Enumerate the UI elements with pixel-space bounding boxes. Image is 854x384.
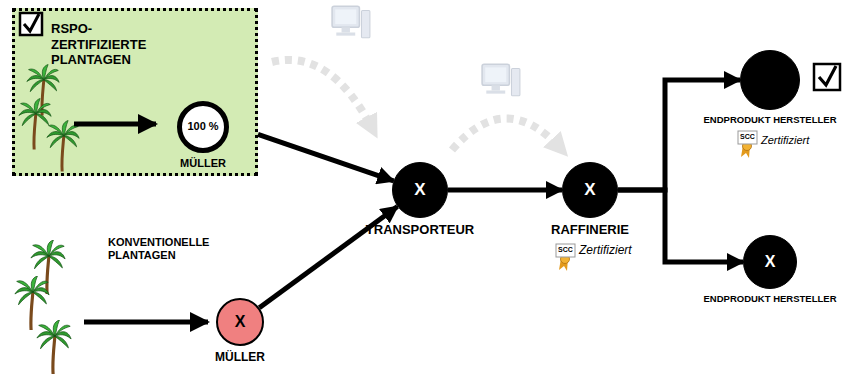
manufacturer-circle: XENDPRODUKT HERSTELLER [743,235,797,289]
node-caption: MÜLLER [215,350,265,364]
harvest-arrow [84,320,208,325]
flow-arrow [448,188,562,193]
palm-tree [47,121,79,172]
palm-tree [15,276,49,330]
computer-icon [482,64,520,96]
group-heading: KONVENTIONELLE PLANTAGEN [108,236,248,261]
node-caption: ENDPRODUKT HERSTELLER [703,114,836,125]
transporter-circle: XTRANSPORTEUR [392,162,448,218]
palm-tree [31,240,65,294]
refinery-circle: XRAFFINERIE [562,162,618,218]
certified-note: Zertifiziert [761,134,809,147]
node-mark: X [584,180,595,200]
node-mark: X [765,252,776,271]
faded-flow [272,60,372,128]
node-mark: X [414,180,425,200]
node-caption: ENDPRODUKT HERSTELLER [703,293,836,304]
checkbox [814,64,840,90]
circle-outline [563,163,618,218]
node-caption: MÜLLER [180,157,226,170]
circle-outline [217,299,263,345]
node-caption: RAFFINERIE [551,222,629,238]
palm-tree [19,99,51,150]
certified-area-ground [12,8,258,176]
circle-outline [393,163,448,218]
flow-arrow [618,80,740,190]
harvest-arrow [74,122,156,127]
circle-outline [744,236,797,289]
circle-outline [180,104,227,151]
flow-arrow [259,207,397,308]
badge-text: SCC [738,133,757,141]
mill-circle: XMÜLLER [216,298,264,346]
circle-outline [740,50,800,110]
flow-arrow [258,134,394,181]
faded-flow [452,118,560,150]
node-caption: TRANSPORTEUR [366,222,474,238]
mill-circle: 100 %MÜLLER [177,101,229,153]
manufacturer-circle: ENDPRODUKT HERSTELLER [740,50,800,110]
badge-text: SCC [556,246,575,254]
certificate-badge [738,131,757,158]
circle-outline [741,51,800,110]
certified-note: Zertifiziert [579,244,632,258]
certified-plantation-area: RSPO-ZERTIFIZIERTE PLANTAGEN100 %MÜLLER [12,8,258,176]
palm-tree [37,320,71,374]
computer-icon [332,6,370,38]
checkbox [20,13,42,35]
area-heading: RSPO-ZERTIFIZIERTE PLANTAGEN [51,21,183,68]
node-mark: 100 % [187,120,218,133]
node-mark: X [235,312,246,331]
flow-arrow [618,190,743,262]
certificate-badge [556,244,575,271]
